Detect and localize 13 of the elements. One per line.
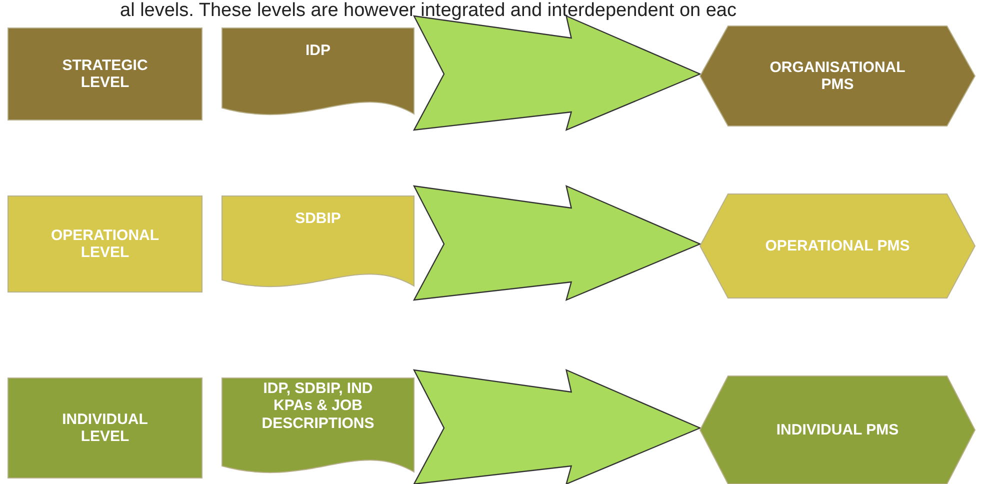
shape-label: OPERATIONAL LEVEL [50, 226, 160, 262]
body-text: al levels. These levels are however integrated and interdependent on eac [120, 0, 736, 22]
block-arrow [412, 184, 702, 302]
shape-label: IDP, SDBIP, IND KPAs & JOB DESCRIPTIONS [260, 380, 376, 432]
shape-label: OPERATIONAL PMS [764, 237, 911, 255]
shape-label: INDIVIDUAL LEVEL [61, 410, 149, 446]
block-arrow [412, 368, 702, 484]
shape-label: SDBIP [294, 210, 342, 228]
block-arrow [412, 14, 702, 132]
shape-label: IDP [304, 42, 332, 60]
shape-label: ORGANISATIONAL PMS [768, 58, 906, 94]
shape-label: INDIVIDUAL PMS [775, 421, 900, 439]
shape-label: STRATEGIC LEVEL [61, 56, 149, 92]
